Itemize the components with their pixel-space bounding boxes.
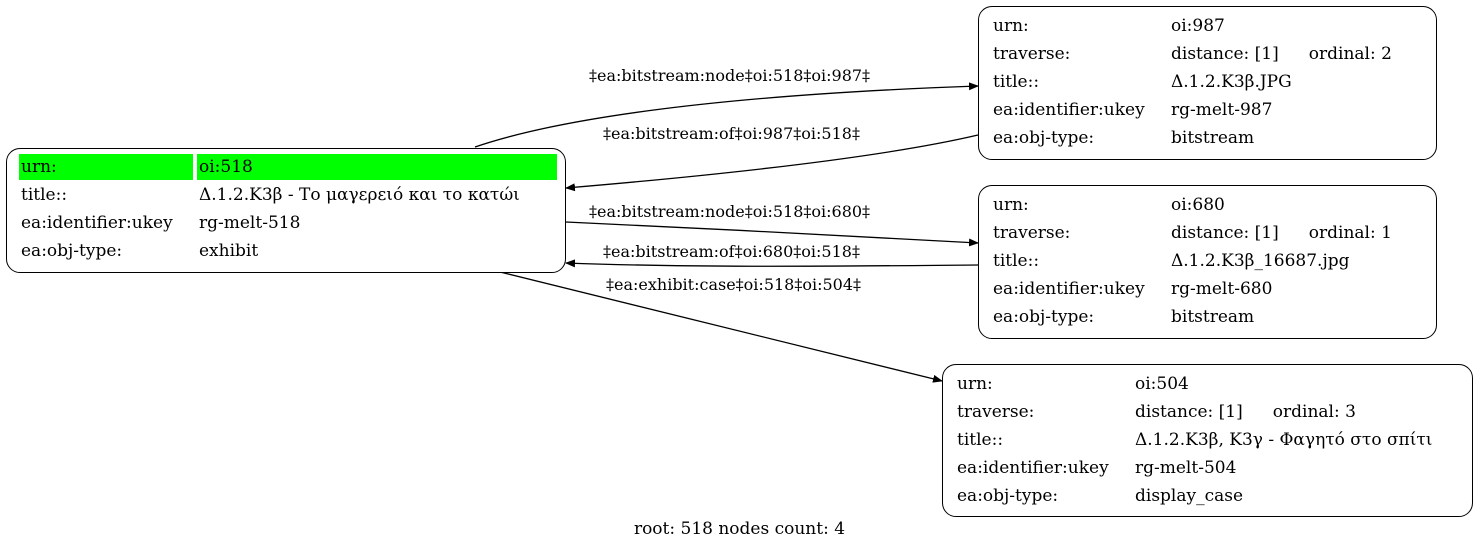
row-value: bitstream (1171, 307, 1255, 327)
row-value: oi:680 (1171, 195, 1225, 215)
edge-680-to-root (565, 259, 979, 268)
row-key: ea:obj-type: (957, 486, 1059, 506)
row-value: Δ.1.2.Κ3β, Κ3γ - Φαγητό στο σπίτι (1135, 430, 1433, 450)
traverse-ordinal: ordinal: 3 (1272, 402, 1356, 422)
row-key: traverse: (957, 402, 1035, 422)
row-key: ea:identifier:ukey (993, 100, 1145, 120)
edge-root-to-680 (565, 221, 979, 247)
row-key: urn: (957, 374, 993, 394)
node-680[interactable]: urn: oi:680 traverse: distance: [1] ordin… (978, 185, 1437, 339)
row-value: rg-melt-680 (1171, 279, 1273, 299)
row-key: ea:identifier:ukey (993, 279, 1145, 299)
row-value: oi:504 (1135, 374, 1189, 394)
node-504[interactable]: urn: oi:504 traverse: distance: [1] ordin… (942, 364, 1473, 517)
row-value: Δ.1.2.Κ3β.JPG (1171, 72, 1292, 92)
node-root-518[interactable]: urn: oi:518 title:: Δ.1.2.Κ3β - Το μαγερ… (6, 148, 566, 273)
row-value: display_case (1135, 486, 1244, 506)
node-row-urn: urn: oi:680 (991, 192, 1394, 218)
row-key: urn: (19, 154, 193, 180)
row-key: urn: (993, 16, 1029, 36)
row-value: rg-melt-987 (1171, 100, 1273, 120)
node-row-title: title:: Δ.1.2.Κ3β_16687.jpg (991, 248, 1394, 274)
edge-label-root-to-680: ‡ea:bitstream:node‡oi:518‡oi:680‡ (589, 202, 871, 221)
edge-987-to-root (565, 134, 979, 192)
traverse-ordinal: ordinal: 1 (1308, 223, 1392, 243)
row-key: ea:identifier:ukey (21, 213, 173, 233)
row-key: ea:obj-type: (993, 128, 1095, 148)
edge-root-to-987 (474, 82, 979, 148)
node-row-urn: urn: oi:504 (955, 371, 1434, 397)
node-row-ukey: ea:identifier:ukey rg-melt-504 (955, 455, 1434, 481)
node-row-ukey: ea:identifier:ukey rg-melt-680 (991, 276, 1394, 302)
row-value: oi:987 (1171, 16, 1225, 36)
traverse-ordinal: ordinal: 2 (1308, 44, 1392, 64)
row-key: title:: (957, 430, 1004, 450)
row-value: exhibit (199, 241, 259, 261)
node-row-title: title:: Δ.1.2.Κ3β.JPG (991, 69, 1394, 95)
row-key: ea:identifier:ukey (957, 458, 1109, 478)
graph-footer: root: 518 nodes count: 4 (633, 519, 846, 539)
row-value: oi:518 (197, 154, 557, 180)
edge-label-987-to-root: ‡ea:bitstream:of‡oi:987‡oi:518‡ (603, 124, 860, 143)
row-value: Δ.1.2.Κ3β - Το μαγερειό και το κατώι (199, 185, 520, 205)
edge-label-680-to-root: ‡ea:bitstream:of‡oi:680‡oi:518‡ (603, 242, 860, 261)
row-value: Δ.1.2.Κ3β_16687.jpg (1171, 251, 1350, 271)
row-value: bitstream (1171, 128, 1255, 148)
row-key: urn: (993, 195, 1029, 215)
row-key: title:: (993, 251, 1040, 271)
node-row-ukey: ea:identifier:ukey rg-melt-987 (991, 97, 1394, 123)
node-row-traverse: traverse: distance: [1] ordinal: 3 (955, 399, 1434, 425)
row-key: ea:obj-type: (21, 241, 123, 261)
node-row-traverse: traverse: distance: [1] ordinal: 1 (991, 220, 1394, 246)
traverse-distance: distance: [1] (1171, 44, 1279, 64)
row-value: distance: [1] ordinal: 3 (1133, 399, 1434, 425)
row-value: rg-melt-504 (1135, 458, 1237, 478)
node-row-ukey: ea:identifier:ukey rg-melt-518 (19, 210, 557, 236)
node-row-urn: urn: oi:987 (991, 13, 1394, 39)
row-value: distance: [1] ordinal: 2 (1169, 41, 1394, 67)
traverse-distance: distance: [1] (1171, 223, 1279, 243)
node-row-traverse: traverse: distance: [1] ordinal: 2 (991, 41, 1394, 67)
row-key: ea:obj-type: (993, 307, 1095, 327)
edge-root-to-504 (499, 271, 943, 383)
node-row-title: title:: Δ.1.2.Κ3β - Το μαγερειό και το κ… (19, 182, 557, 208)
row-value: distance: [1] ordinal: 1 (1169, 220, 1394, 246)
node-row-urn: urn: oi:518 (19, 154, 557, 180)
traverse-distance: distance: [1] (1135, 402, 1243, 422)
row-key: traverse: (993, 44, 1071, 64)
node-row-title: title:: Δ.1.2.Κ3β, Κ3γ - Φαγητό στο σπίτ… (955, 427, 1434, 453)
node-row-type: ea:obj-type: exhibit (19, 238, 557, 264)
row-key: traverse: (993, 223, 1071, 243)
node-987[interactable]: urn: oi:987 traverse: distance: [1] ordin… (978, 6, 1437, 160)
row-key: title:: (21, 185, 68, 205)
row-key: title:: (993, 72, 1040, 92)
node-row-type: ea:obj-type: display_case (955, 483, 1434, 509)
edge-label-root-to-987: ‡ea:bitstream:node‡oi:518‡oi:987‡ (589, 66, 871, 85)
node-row-type: ea:obj-type: bitstream (991, 125, 1394, 151)
edge-label-root-to-504: ‡ea:exhibit:case‡oi:518‡oi:504‡ (606, 275, 862, 294)
row-value: rg-melt-518 (199, 213, 301, 233)
node-row-type: ea:obj-type: bitstream (991, 304, 1394, 330)
